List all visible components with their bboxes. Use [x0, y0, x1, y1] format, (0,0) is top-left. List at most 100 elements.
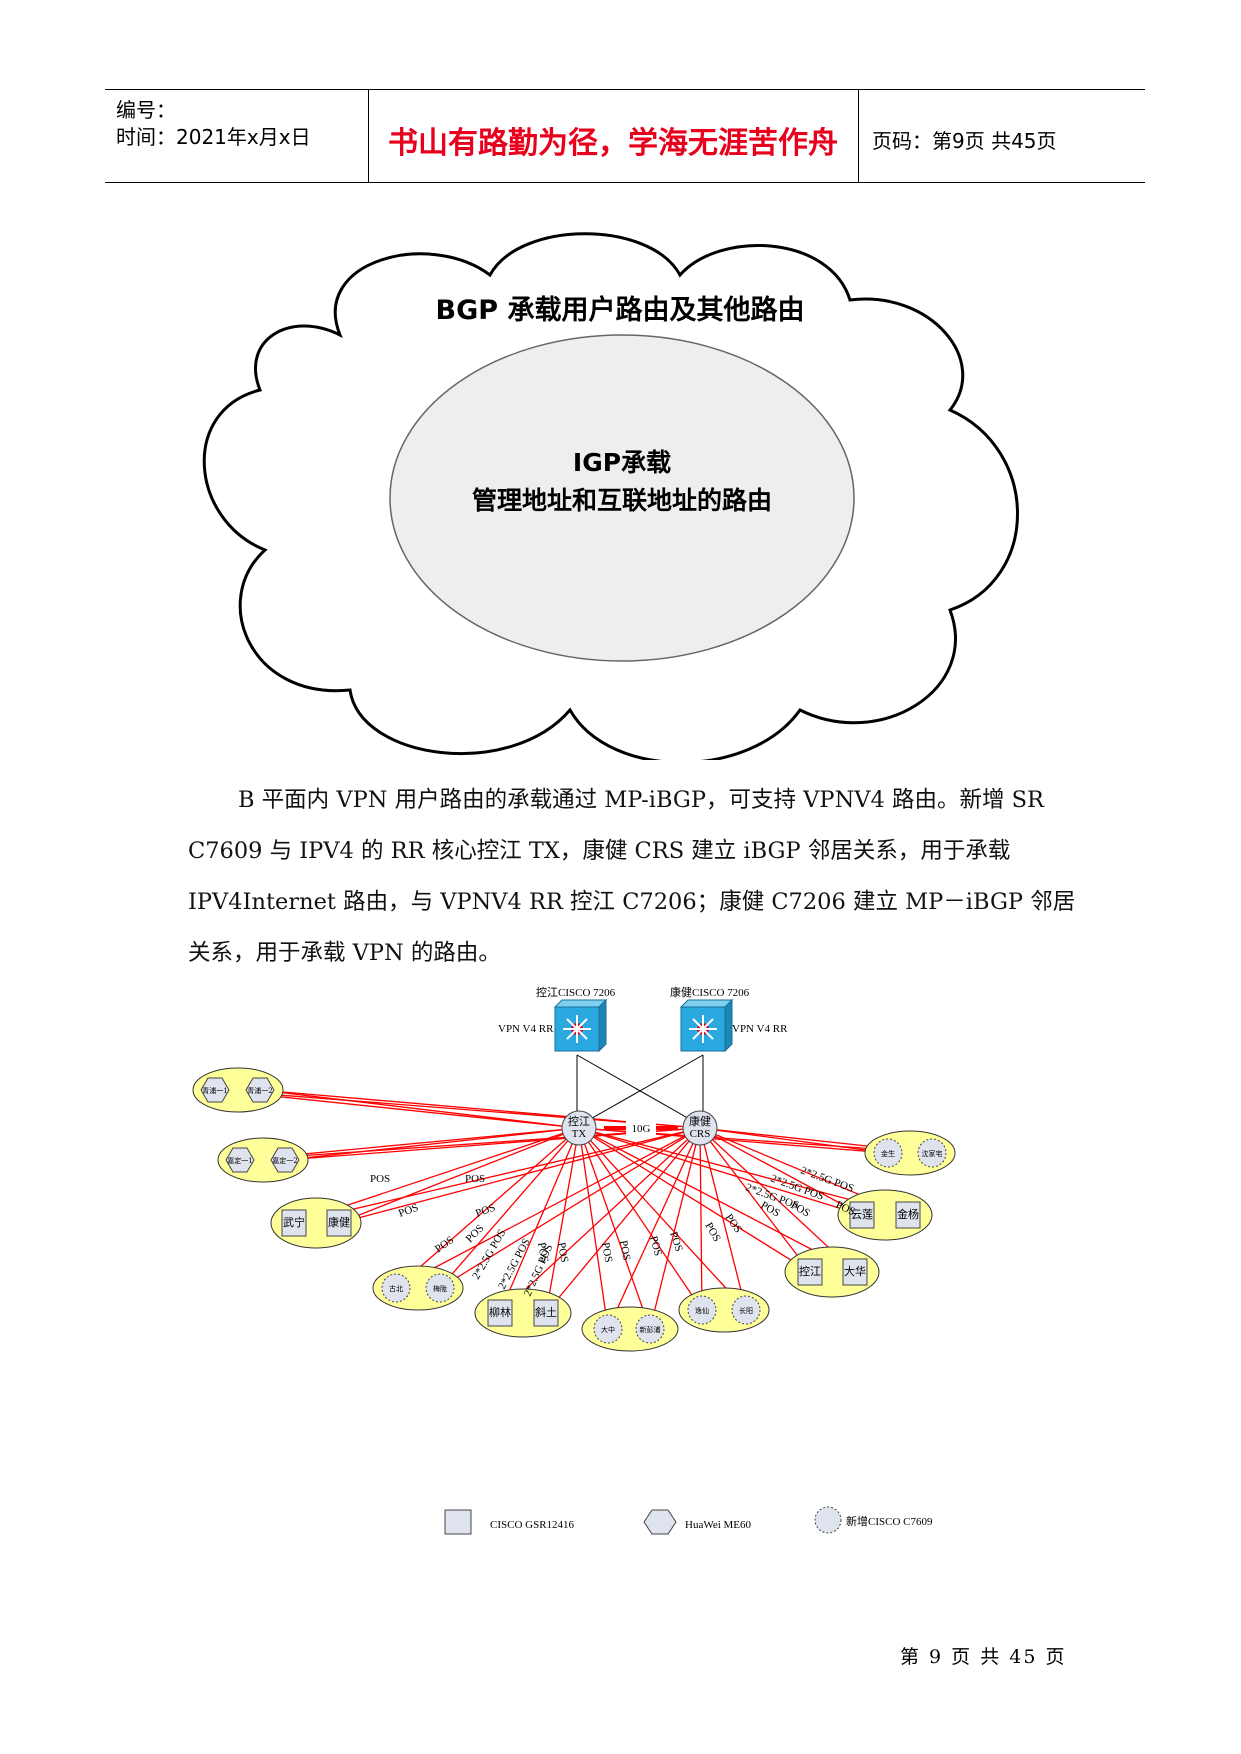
link-label-pos-12: POS — [667, 1230, 685, 1253]
paragraph-line-4: 关系，用于承载 VPN 的路由。 — [188, 940, 501, 966]
site-dazhong: 大中 新彭浦 — [581, 1306, 679, 1352]
header-number-label: 编号： — [116, 98, 176, 122]
pos-link — [699, 1127, 747, 1311]
site-router-icon — [731, 1295, 761, 1325]
site-router-icon — [270, 1147, 300, 1173]
rr-core-links — [576, 1054, 704, 1126]
site-router-label: 逸仙 — [695, 1306, 709, 1315]
pos-link — [578, 1127, 703, 1311]
core-left-line2: TX — [572, 1128, 587, 1140]
core-link-label: 10G — [632, 1123, 651, 1135]
site-kongjiang: 控江大华 — [784, 1246, 880, 1298]
header-divider-left — [368, 90, 369, 182]
site-router-icon — [245, 1077, 275, 1103]
site-router-label: 斜土 — [535, 1306, 557, 1319]
pos-link — [699, 1127, 863, 1216]
site-yunlian: 云莲 金杨 — [837, 1189, 933, 1241]
pos-link — [578, 1127, 811, 1273]
igp-title: IGP承载 — [572, 448, 672, 477]
site-router-icon — [635, 1314, 665, 1344]
rr-left-label: VPN V4 RR — [498, 1023, 554, 1035]
site-router-label: 长阳 — [739, 1306, 753, 1315]
site-router-label: 云莲 — [851, 1208, 873, 1221]
rr-router-left — [553, 998, 608, 1053]
site-router-icon — [281, 1209, 307, 1237]
pos-link — [578, 1127, 651, 1330]
rr-right-label: VPN V4 RR — [732, 1023, 788, 1035]
site-router-label: 青浦一2 — [247, 1086, 272, 1095]
site-router-icon — [895, 1201, 921, 1229]
link-label-pos-5: POS — [433, 1234, 456, 1255]
link-label-pos-3: POS — [397, 1202, 420, 1220]
site-router-label: 柳林 — [489, 1305, 511, 1319]
paragraph-line-1: B 平面内 VPN 用户路由的承载通过 MP-iBGP，可支持 VPNV4 路由… — [238, 787, 1044, 813]
site-router-label: 康健 — [328, 1215, 350, 1229]
pos-link — [578, 1127, 856, 1273]
link-label-pos-10: POS — [617, 1239, 632, 1261]
link-label-pos-7: POS — [535, 1241, 550, 1263]
site-router-icon — [533, 1299, 559, 1327]
pos-link — [545, 1127, 701, 1314]
site-router-icon — [225, 1147, 255, 1173]
pos-link — [499, 1127, 580, 1314]
site-router-label: 新彭浦 — [640, 1325, 661, 1334]
site-router-label: 金杨 — [897, 1207, 919, 1221]
pos-link — [699, 1127, 889, 1154]
site-router-icon — [842, 1258, 868, 1286]
cloud-svg — [202, 232, 1019, 764]
site-router-label: 古北 — [389, 1284, 403, 1293]
core-router-right: 康健 CRS — [682, 1110, 718, 1146]
legend-c7609-label: 新增CISCO C7609 — [846, 1514, 933, 1528]
pos-link — [259, 1089, 580, 1129]
rr-left-name: 控江CISCO 7206 — [536, 985, 616, 999]
site-router-icon — [425, 1273, 455, 1303]
pos-link — [545, 1127, 580, 1314]
core-left-line1: 控江 — [568, 1114, 590, 1128]
core-link-label-bg — [626, 1119, 656, 1135]
site-router-label: 金生 — [881, 1149, 895, 1158]
legend-c7609-icon — [814, 1506, 842, 1534]
pos-link — [284, 1127, 580, 1161]
core-router-left: 控江 TX — [561, 1110, 597, 1146]
link-label-pos-8: POS — [555, 1241, 570, 1263]
pos-link — [439, 1127, 701, 1289]
site-router-icon — [200, 1077, 230, 1103]
pos-link — [395, 1127, 701, 1289]
pos-link — [395, 1127, 580, 1289]
link-label-pos-1: POS — [370, 1173, 390, 1185]
header-bottom-rule — [105, 182, 1145, 183]
link-label-pos-13: POS — [702, 1221, 722, 1244]
site-router-label: 大华 — [844, 1264, 866, 1278]
site-router-label: 嘉定一1 — [227, 1156, 252, 1165]
site-router-icon — [593, 1314, 623, 1344]
site-router-label: 武宁 — [283, 1215, 305, 1229]
site-yiyuan: 逸仙 长阳 — [678, 1287, 770, 1333]
site-jinsheng: 金生沈家宅 — [864, 1130, 956, 1176]
pos-link — [338, 1127, 580, 1224]
link-label-pos-4: POS — [474, 1202, 497, 1220]
site-router-icon — [381, 1273, 411, 1303]
site-liulin: 柳林 斜土 — [474, 1288, 572, 1338]
site-router-icon — [487, 1299, 513, 1327]
rr-right-name: 康健CISCO 7206 — [670, 985, 750, 999]
site-router-label: 青浦一1 — [202, 1086, 227, 1095]
core-right-line2: CRS — [690, 1128, 711, 1140]
rr-router-right — [679, 998, 734, 1053]
legend-me60-label: HuaWei ME60 — [685, 1519, 752, 1531]
site-router-label: 大中 — [601, 1325, 615, 1334]
pos-link — [607, 1127, 701, 1330]
site-router-icon — [873, 1138, 903, 1168]
page-footer: 第 9 页 共 45 页 — [900, 1646, 1067, 1668]
pos-link — [649, 1127, 701, 1330]
pos-link — [699, 1127, 811, 1273]
site-router-icon — [849, 1201, 875, 1229]
pos-link — [578, 1127, 609, 1330]
igp-subtitle: 管理地址和互联地址的路由 — [471, 486, 772, 515]
site-gubei: 古北梅陇 — [372, 1265, 464, 1311]
paragraph-line-2: C7609 与 IPV4 的 RR 核心控江 TX，康健 CRS 建立 iBGP… — [188, 838, 1011, 864]
site-router-icon — [326, 1209, 352, 1237]
legend: CISCO GSR12416 HuaWei ME60 新增CISCO C7609 — [444, 1506, 933, 1535]
header-top-rule — [105, 89, 1145, 90]
